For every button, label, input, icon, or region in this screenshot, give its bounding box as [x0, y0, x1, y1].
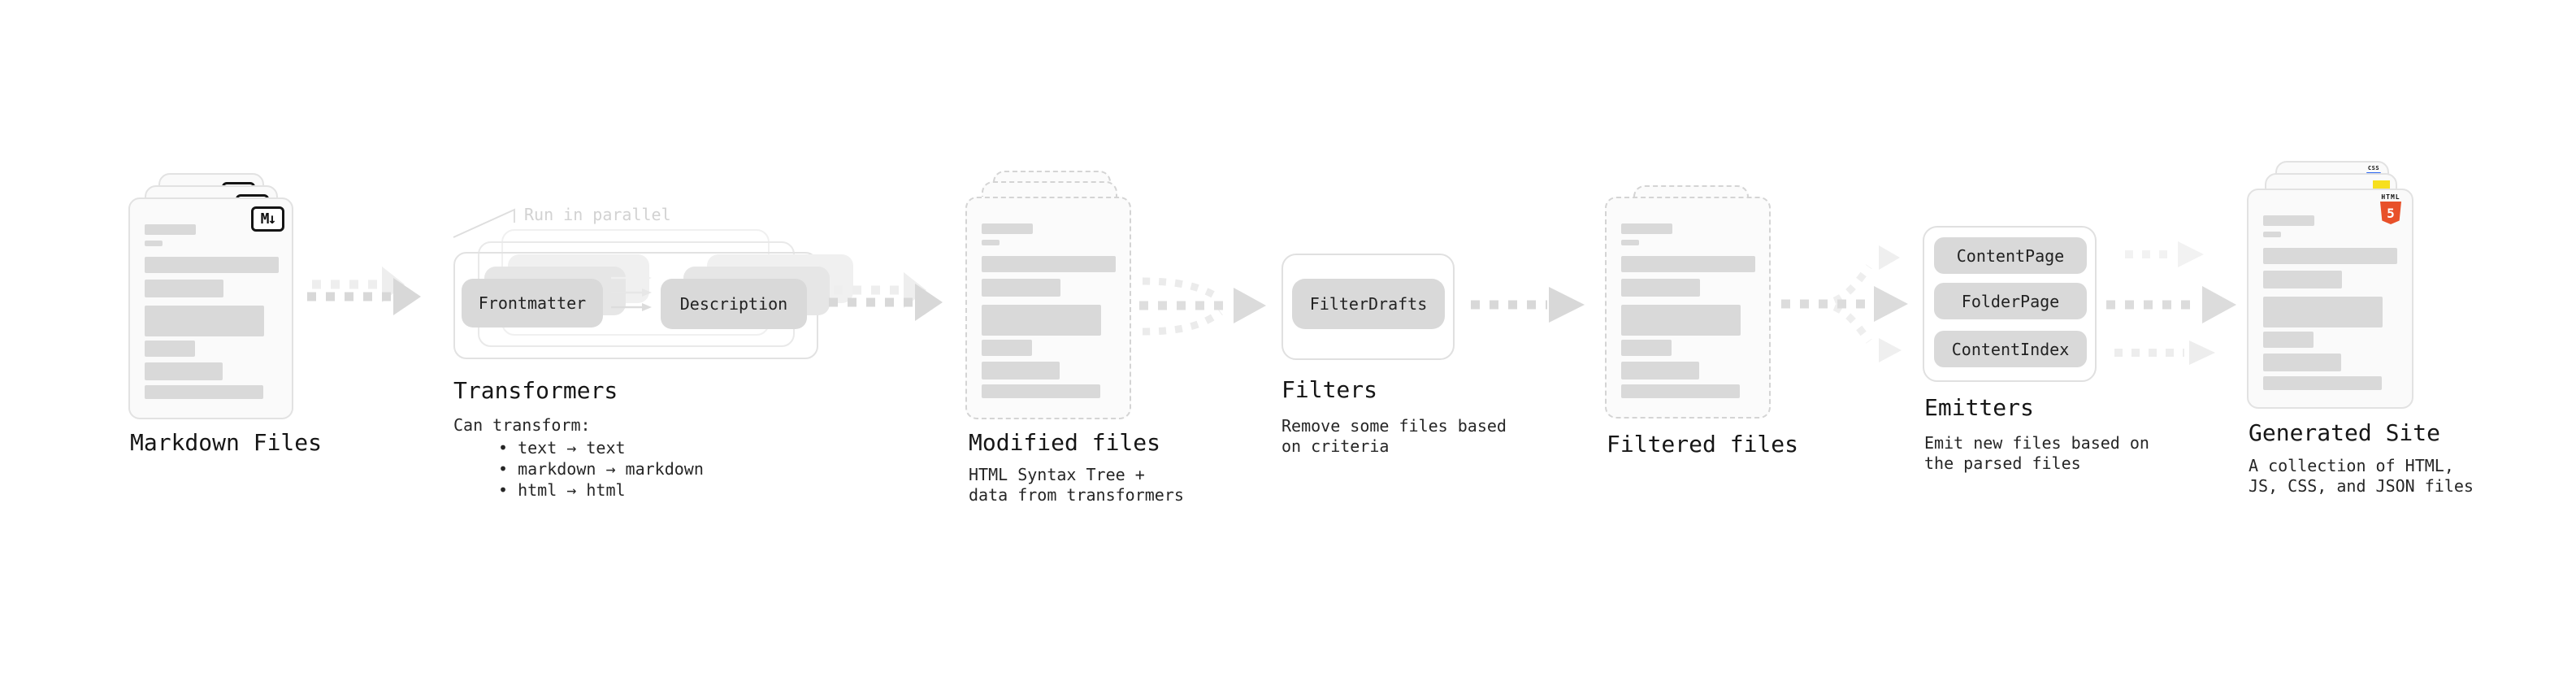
text-line-bar — [2263, 332, 2314, 348]
flow-arrow-modified-to-filters — [1139, 277, 1266, 336]
emitter-pill-folderpage: FolderPage — [1934, 283, 2087, 319]
css-icon-label: CSS — [2367, 165, 2380, 171]
flow-arrow-filters-to-filtered — [1471, 287, 1585, 323]
stage-title-transformers: Transformers — [453, 377, 618, 404]
text-line-bar — [2263, 297, 2383, 327]
flow-arrow-filtered-to-emitters — [1781, 245, 1908, 362]
filters-caption: Remove some files based on criteria — [1281, 416, 1507, 456]
transformer-pill-frontmatter: Frontmatter — [462, 279, 603, 327]
bullet-item: • markdown → markdown — [498, 459, 704, 479]
emitter-pill-contentindex: ContentIndex — [1934, 331, 2087, 367]
doc-text-lines — [1621, 223, 1755, 398]
text-line-bar — [145, 385, 263, 399]
text-line-bar — [145, 257, 279, 273]
stage-title-filters: Filters — [1281, 376, 1378, 403]
text-line-bar — [145, 224, 196, 235]
text-line-bar — [145, 306, 264, 336]
doc-text-lines — [2263, 215, 2397, 390]
flow-arrow-transformers-to-modified — [829, 272, 943, 321]
text-line-bar — [1621, 362, 1699, 380]
text-line-bar — [2263, 232, 2281, 237]
text-line-bar — [982, 223, 1033, 234]
annotation-run-in-parallel: Run in parallel — [524, 205, 671, 224]
text-line-bar — [2263, 271, 2342, 288]
text-line-bar — [1621, 256, 1755, 272]
text-line-bar — [982, 240, 1000, 245]
annotation-leader-line — [453, 208, 515, 238]
text-line-bar — [2263, 215, 2314, 226]
text-line-bar — [1621, 305, 1741, 336]
text-line-bar — [1621, 223, 1672, 234]
parallel-arrows-icon — [611, 274, 652, 311]
text-line-bar — [2263, 248, 2397, 264]
modified-caption: HTML Syntax Tree + data from transformer… — [969, 465, 1184, 505]
text-line-bar — [1621, 240, 1639, 245]
html5-icon: HTML 5 — [2380, 193, 2401, 224]
text-line-bar — [1621, 384, 1740, 398]
stage-title-modified-files: Modified files — [969, 429, 1161, 456]
doc-text-lines — [145, 224, 279, 399]
text-line-bar — [145, 340, 195, 357]
text-line-bar — [145, 362, 223, 380]
javascript-icon — [2373, 180, 2390, 191]
text-line-bar — [145, 241, 163, 246]
doc-text-lines — [982, 223, 1116, 398]
generated-caption: A collection of HTML, JS, CSS, and JSON … — [2249, 456, 2474, 496]
stage-title-generated-site: Generated Site — [2249, 419, 2441, 446]
transformers-caption: Can transform: — [453, 415, 591, 435]
text-line-bar — [2263, 354, 2341, 371]
text-line-bar — [1621, 279, 1700, 297]
text-line-bar — [2263, 376, 2382, 390]
flow-arrow-markdown-to-transformers — [307, 267, 421, 315]
text-line-bar — [982, 362, 1060, 380]
bullet-item: • html → html — [498, 480, 626, 500]
text-line-bar — [982, 384, 1100, 398]
modified-file-card-front — [965, 197, 1131, 419]
text-line-bar — [982, 279, 1060, 297]
text-line-bar — [145, 280, 223, 297]
stage-title-emitters: Emitters — [1924, 394, 2034, 421]
stage-title-filtered-files: Filtered files — [1607, 431, 1799, 458]
generated-file-card-front: HTML 5 — [2247, 189, 2413, 409]
bullet-item: • text → text — [498, 438, 626, 458]
emitters-caption: Emit new files based on the parsed files — [1924, 433, 2149, 473]
html5-icon-shield: 5 — [2380, 202, 2401, 224]
text-line-bar — [982, 256, 1116, 272]
text-line-bar — [982, 305, 1101, 336]
text-line-bar — [1621, 340, 1672, 356]
filtered-file-card-front — [1605, 197, 1771, 419]
emitter-pill-contentpage: ContentPage — [1934, 237, 2087, 274]
markdown-icon: M↓ — [251, 206, 284, 232]
transformers-bullet-list: • text → text • markdown → markdown • ht… — [498, 437, 704, 501]
stage-title-markdown-files: Markdown Files — [130, 429, 323, 456]
markdown-file-card-front: M↓ — [128, 197, 293, 419]
transformer-pill-description: Description — [661, 279, 807, 329]
html5-icon-label: HTML — [2381, 193, 2400, 201]
filter-pill-filterdrafts: FilterDrafts — [1292, 279, 1445, 329]
flow-arrow-emitters-to-generated — [2106, 241, 2236, 365]
text-line-bar — [982, 340, 1032, 356]
